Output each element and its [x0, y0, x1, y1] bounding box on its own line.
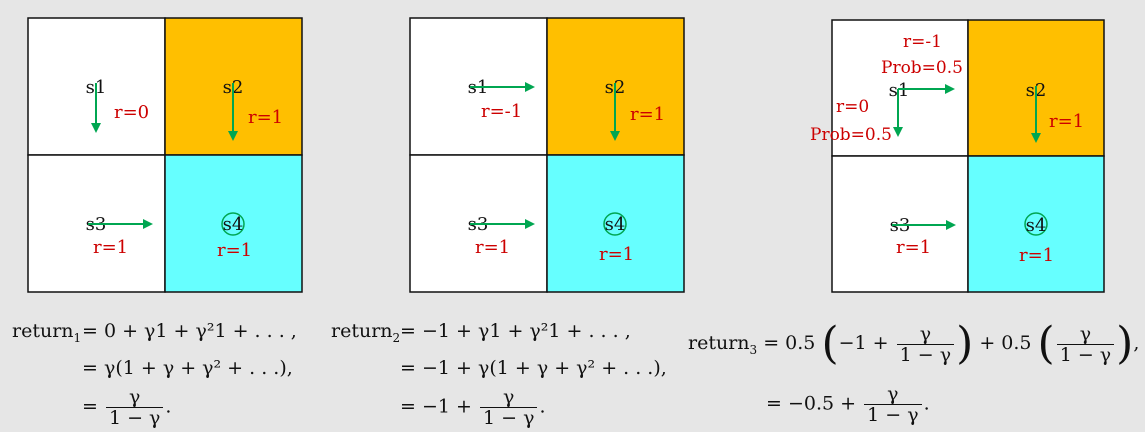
equals-minus-one: = −1 +: [400, 395, 472, 418]
return-subscript: 1: [73, 330, 82, 345]
prob-label-s1-down: Prob=0.5: [810, 125, 892, 145]
reward-label-s1: r=0: [114, 102, 149, 123]
left-paren: (: [821, 318, 839, 369]
equation-line: return3 = 0.5 (−1 + γ 1 − γ ) + 0.5 ( γ …: [688, 322, 1139, 366]
equals-minus-half: = −0.5 +: [766, 392, 857, 415]
reward-label-s1: r=-1: [481, 101, 522, 122]
reward-label-s4: r=1: [217, 240, 252, 261]
fraction: γ 1 − γ: [896, 322, 955, 365]
equation-line: = −1 + γ1 + γ²1 + . . . ,: [400, 320, 631, 342]
reward-label-s2: r=1: [1049, 111, 1084, 132]
equation-line: = −1 + γ 1 − γ .: [400, 387, 545, 428]
fraction-numerator: γ: [129, 386, 141, 408]
coefficient: + 0.5: [979, 332, 1032, 354]
equation-line: return2: [331, 320, 400, 345]
coefficient: = 0.5: [763, 332, 816, 354]
fraction-denominator: 1 − γ: [864, 404, 922, 425]
reward-label-s3: r=1: [93, 237, 128, 258]
reward-label-s3: r=1: [896, 237, 931, 258]
grid-diagram-1: s1 s2 s3 s4 r=0 r=1 r=1 r=1: [27, 17, 303, 293]
return-symbol: return: [12, 320, 74, 342]
return-subscript: 2: [392, 330, 401, 345]
fraction-denominator: 1 − γ: [105, 407, 164, 428]
equation-line: = −0.5 + γ 1 − γ .: [766, 384, 930, 425]
reward-label-s1-right: r=-1: [903, 32, 942, 52]
period: .: [923, 392, 930, 415]
reward-label-s3: r=1: [475, 237, 510, 258]
reward-label-s2: r=1: [630, 104, 665, 125]
state-label-s4: s4: [605, 214, 626, 235]
fraction: γ 1 − γ: [105, 386, 164, 428]
cell-s4: [164, 154, 303, 293]
grid-diagram-2: s1 s2 s3 s4 r=-1 r=1 r=1 r=1: [409, 17, 685, 293]
fraction-numerator: γ: [1079, 322, 1092, 345]
fraction-denominator: 1 − γ: [1056, 343, 1115, 365]
fraction-numerator: γ: [887, 383, 899, 405]
target-circle: [1024, 212, 1048, 236]
grid-diagram-3: s1 s2 s3 s4 r=-1 Prob=0.5 r=0 Prob=0.5 r…: [810, 19, 1105, 293]
return-symbol: return: [688, 332, 750, 354]
state-label-s4: s4: [223, 214, 244, 235]
fraction-denominator: 1 − γ: [479, 407, 538, 428]
left-paren: (: [1037, 318, 1055, 369]
cell-s4: [546, 154, 685, 293]
equation-line: = γ(1 + γ + γ² + . . .),: [82, 357, 293, 379]
equation-line: = −1 + γ(1 + γ + γ² + . . .),: [400, 357, 667, 379]
fraction: γ 1 − γ: [479, 386, 538, 428]
fraction: γ 1 − γ: [1056, 322, 1115, 365]
state-label-s4: s4: [1026, 215, 1047, 236]
fraction-denominator: 1 − γ: [896, 343, 955, 365]
reward-label-s2: r=1: [248, 107, 283, 128]
fraction-numerator: γ: [503, 386, 515, 408]
grid-diagrams: s1 s2 s3 s4 r=0 r=1 r=1 r=1 s1 s2 s3 s4 …: [27, 17, 1105, 293]
equation-line: = γ 1 − γ .: [82, 387, 171, 428]
target-circle: [221, 212, 245, 236]
reward-label-s4: r=1: [1019, 245, 1054, 266]
period: .: [539, 395, 546, 418]
equation-line: return1: [12, 320, 81, 345]
right-paren: ): [1116, 318, 1134, 369]
equals-sign: =: [82, 395, 98, 418]
fraction-numerator: γ: [919, 322, 932, 345]
comma: ,: [1133, 332, 1140, 354]
reward-label-s4: r=1: [599, 244, 634, 265]
reward-label-s1-down: r=0: [836, 97, 869, 117]
period: .: [165, 395, 172, 418]
minus-one: −1 +: [838, 332, 889, 354]
target-circle: [603, 212, 627, 236]
equation-line: = 0 + γ1 + γ²1 + . . . ,: [82, 320, 297, 342]
cell-s4: [967, 155, 1105, 293]
right-paren: ): [956, 318, 974, 369]
prob-label-s1-right: Prob=0.5: [881, 58, 963, 78]
fraction: γ 1 − γ: [864, 383, 922, 425]
return-symbol: return: [331, 320, 393, 342]
return-subscript: 3: [749, 342, 758, 357]
